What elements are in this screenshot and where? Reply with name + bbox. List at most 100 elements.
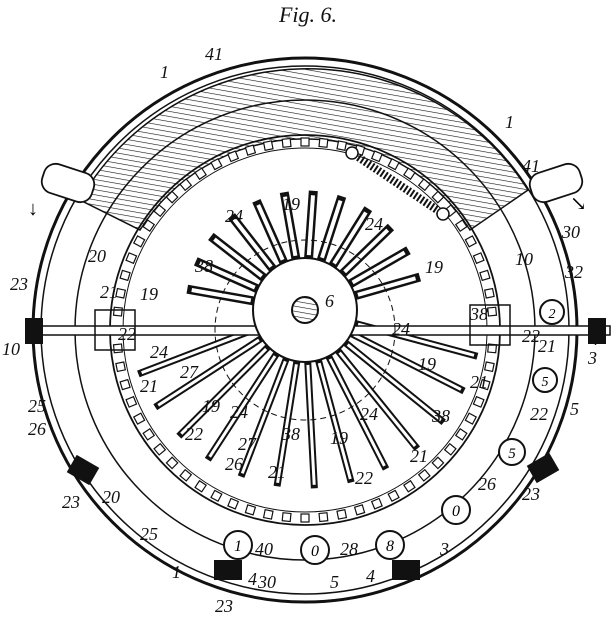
ref-25-left: 25 xyxy=(28,396,46,416)
dial-0b: 0 xyxy=(441,495,471,525)
ref-21-midleft: 21 xyxy=(140,376,158,396)
ring-tooth xyxy=(336,508,348,520)
ring-tooth xyxy=(431,190,445,204)
ring-tooth xyxy=(483,361,495,373)
ref-4-bottomright: 4 xyxy=(366,566,375,586)
side-handles xyxy=(40,162,584,204)
ref-23-lowleft: 23 xyxy=(62,492,80,512)
ring-tooth xyxy=(125,395,138,408)
radial-arm-highlight xyxy=(357,276,417,297)
ring-tooth xyxy=(115,287,127,299)
spring xyxy=(345,146,450,221)
ref-19-left: 19 xyxy=(140,284,158,304)
ring-tooth xyxy=(227,497,240,510)
ref-21-lowmid: 21 xyxy=(410,446,428,466)
dial-5a: 5 xyxy=(498,438,526,466)
ref-23-bottom: 23 xyxy=(215,596,233,616)
ring-tooth xyxy=(142,428,156,441)
ref-30-right: 30 xyxy=(561,222,580,242)
dial-0b-value: 0 xyxy=(452,503,460,520)
radial-arm-highlight xyxy=(343,228,390,274)
ring-tooth xyxy=(112,343,123,354)
radial-arm-highlight xyxy=(232,218,273,268)
ref-26-mid: 26 xyxy=(225,454,243,474)
ring-tooth xyxy=(165,456,179,470)
ring-tooth xyxy=(142,219,156,232)
radial-arm-highlight xyxy=(317,362,352,480)
ring-tooth xyxy=(132,235,146,248)
ref-27-mid: 27 xyxy=(238,434,257,454)
ref-10-left: 10 xyxy=(2,339,20,359)
ref-38-midright: 38 xyxy=(431,406,450,426)
ref-27-left: 27 xyxy=(180,362,199,382)
ring-tooth xyxy=(318,512,329,523)
ref-1-right: 1 xyxy=(505,112,514,132)
ring-tooth xyxy=(464,235,478,248)
radial-arm-highlight xyxy=(191,288,252,303)
radial-arm-highlight xyxy=(180,347,268,435)
ring-tooth xyxy=(244,144,257,156)
radial-arm-highlight xyxy=(208,355,277,458)
ring-tooth xyxy=(153,442,167,456)
radial-arm-highlight xyxy=(157,338,260,407)
ring-tooth xyxy=(431,456,445,470)
ref-5-right: 5 xyxy=(570,399,579,419)
ref-19-right: 19 xyxy=(425,257,443,277)
dial-8: 8 xyxy=(375,530,405,560)
ring-tooth xyxy=(132,412,146,425)
ref-21-left: 21 xyxy=(100,282,118,302)
hatched-band xyxy=(78,68,530,232)
radial-arm-highlight xyxy=(351,250,406,285)
ring-tooth xyxy=(387,157,400,171)
ref-22-midleft: 22 xyxy=(185,424,203,444)
dial-8-value: 8 xyxy=(386,538,394,555)
ref-24-left: 24 xyxy=(150,342,168,362)
dial-0a: 0 xyxy=(300,535,330,565)
radial-arm-highlight xyxy=(328,358,386,467)
ref-19-mid: 19 xyxy=(330,428,348,448)
ring-tooth xyxy=(483,287,495,299)
ring-tooth xyxy=(403,167,416,181)
ref-38-mid: 38 xyxy=(281,424,300,444)
dial-0a-value: 0 xyxy=(311,543,319,560)
ref-22-right: 22 xyxy=(522,326,540,346)
dial-5b-value: 5 xyxy=(542,375,549,390)
ring-tooth xyxy=(300,513,310,523)
ring-tooth xyxy=(244,504,257,516)
hub xyxy=(214,239,396,421)
ref-41-right: 41 xyxy=(522,156,540,176)
ref-24-midleft: 24 xyxy=(230,402,248,422)
ref-30-bottom: 30 xyxy=(257,572,276,592)
dial-1-value: 1 xyxy=(234,538,242,555)
ref-22-mid: 22 xyxy=(355,468,373,488)
ref-24-topright: 24 xyxy=(365,214,383,234)
ring-tooth xyxy=(210,157,223,171)
ring-tooth xyxy=(165,190,179,204)
ring-tooth xyxy=(454,219,468,232)
radial-arm-highlight xyxy=(338,351,417,447)
ring-tooth xyxy=(318,137,329,148)
ring-tooth xyxy=(262,140,274,152)
ring-tooth xyxy=(387,489,400,503)
radial-arm-highlight xyxy=(353,333,462,391)
ring-tooth xyxy=(194,479,207,493)
ring-tooth xyxy=(454,428,468,441)
ring-tooth xyxy=(370,150,383,163)
ref-41-top: 41 xyxy=(205,44,223,64)
ref-23-lowright: 23 xyxy=(522,484,540,504)
ref-19-top: 19 xyxy=(282,194,300,214)
ref-3-bottom: 3 xyxy=(439,539,449,559)
dial-2-value: 2 xyxy=(549,307,556,322)
ring-tooth xyxy=(487,306,498,317)
ref-32: 32 xyxy=(564,262,583,282)
ref-23-left: 23 xyxy=(10,274,28,294)
ref-25-lowleft: 25 xyxy=(140,524,158,544)
ring-tooth xyxy=(336,140,348,152)
ring-tooth xyxy=(479,378,491,391)
radial-arm-highlight xyxy=(283,196,298,257)
dial-1: 1 xyxy=(223,530,253,560)
ref-26-right: 26 xyxy=(478,474,496,494)
ref-6: 6 xyxy=(325,291,334,311)
